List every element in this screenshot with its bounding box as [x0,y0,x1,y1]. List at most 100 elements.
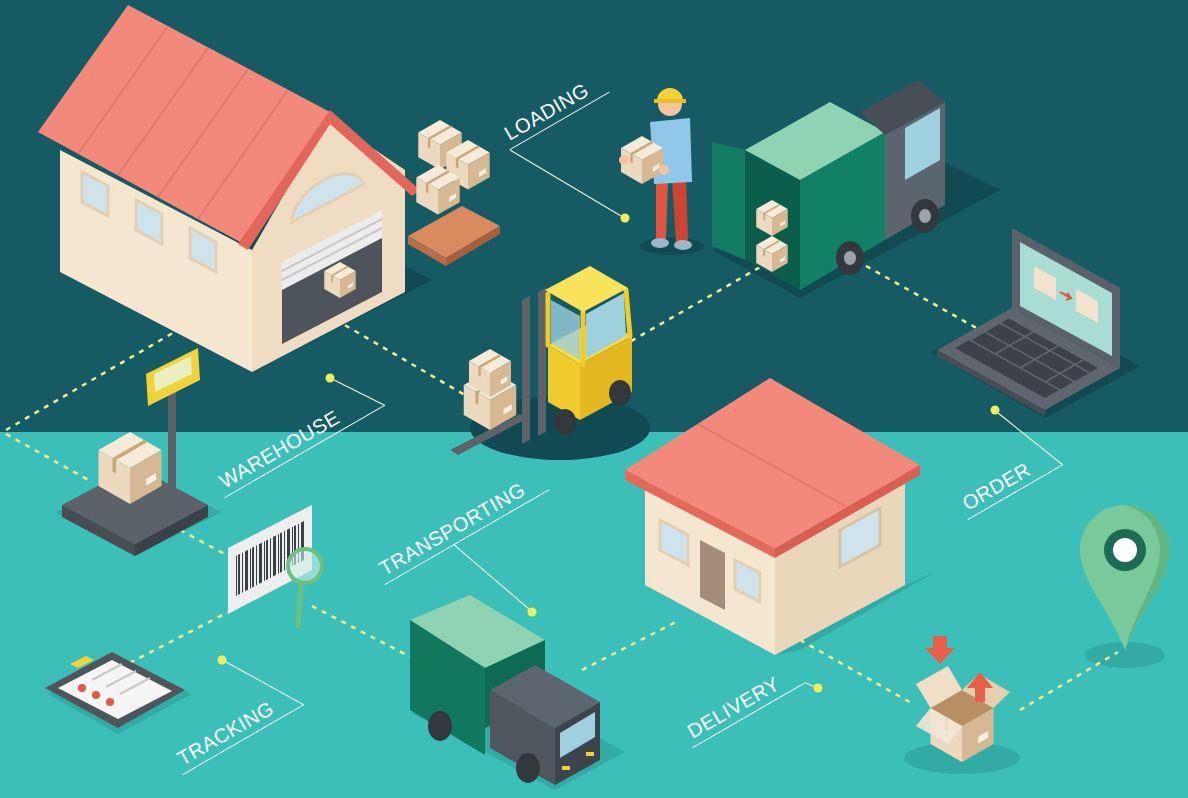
truck-transporting [555,702,600,785]
step-label: WAREHOUSE [211,381,385,498]
laptop [970,340,1060,390]
step-label: LOADING [496,68,610,150]
house [700,540,725,610]
open-parcel [925,636,955,664]
forklift [546,294,551,345]
laptop [1045,360,1083,382]
clipboard [92,664,122,680]
warehouse [282,228,382,280]
route-dotted-lines [1020,652,1118,710]
location-pin [1113,538,1137,562]
warehouse [158,69,248,197]
leader-dots [326,374,335,383]
truck-transporting [560,712,595,758]
worker [672,176,688,242]
house [698,424,845,506]
truck-loading [712,80,945,290]
house [735,560,760,602]
location-pin [1080,505,1170,650]
house [660,520,688,565]
step-label: TRANSPORTING [371,466,550,585]
laptop [1000,323,1090,373]
laptop [1034,266,1056,300]
laptop [1060,292,1071,300]
warehouse [38,5,330,242]
warehouse [292,174,364,222]
house [625,470,775,558]
truck-loading [844,251,856,265]
route-dotted-lines [800,640,915,705]
warehouse [238,110,420,250]
truck-loading [712,142,745,260]
clipboard [92,691,100,699]
clipboard [106,698,114,706]
warehouse [324,262,356,298]
laptop [937,308,1120,410]
route-dotted-lines [180,530,232,558]
open-parcel [962,674,1010,708]
leader-lines [454,545,529,609]
forklift [609,380,631,406]
route-dotted-lines [866,266,980,330]
clipboard [78,684,86,692]
leader-lines [806,683,814,687]
forklift [626,290,630,336]
forklift [554,409,576,435]
location-pin [1080,505,1170,650]
forklift [538,288,546,436]
location-pin [1125,505,1170,650]
truck-transporting [428,711,452,741]
worker [619,155,629,165]
warehouse [78,26,168,154]
route-dotted-lines [120,606,240,668]
laptop [937,228,1120,416]
weighing-scale [154,356,192,392]
truck-transporting [562,766,570,770]
shadows [48,160,1165,790]
route-dotted-lines [6,434,92,482]
pallet-boxes [446,226,500,266]
weighing-scale [62,348,208,556]
forklift [450,266,632,455]
forklift [551,300,580,360]
house [625,378,920,655]
forklift [469,349,511,397]
worker [619,88,692,250]
warehouse [82,172,108,216]
weighing-scale [146,348,200,406]
barcode-scan [298,584,301,626]
laptop [937,350,1045,416]
laptop [1020,346,1058,368]
clipboard [106,671,136,687]
laptop [995,332,1033,354]
route-dotted-lines [612,258,776,352]
clipboard [45,652,185,728]
leader-dots [621,214,630,223]
clipboard [58,660,172,719]
truck-loading [756,236,788,272]
clipboard [70,656,94,668]
house [625,378,920,548]
pallet-boxes [408,120,500,266]
laptop [970,318,1008,340]
open-parcel [916,708,962,744]
warehouse [38,5,420,372]
truck-transporting [490,690,555,785]
leader-dots [814,684,823,693]
weighing-scale [62,505,135,556]
worker [654,99,686,103]
truck-loading [911,199,939,233]
pallet-boxes [416,165,459,215]
step-label: ORDER [954,441,1063,520]
leader-lines [226,150,1063,705]
worker [674,240,692,250]
leader-lines [998,413,1063,465]
background [0,0,1188,432]
warehouse [118,48,208,175]
location-pin [1104,529,1146,571]
worker [651,238,669,248]
open-parcel [916,666,962,708]
barcode-scan [228,505,322,626]
worker [656,178,668,240]
